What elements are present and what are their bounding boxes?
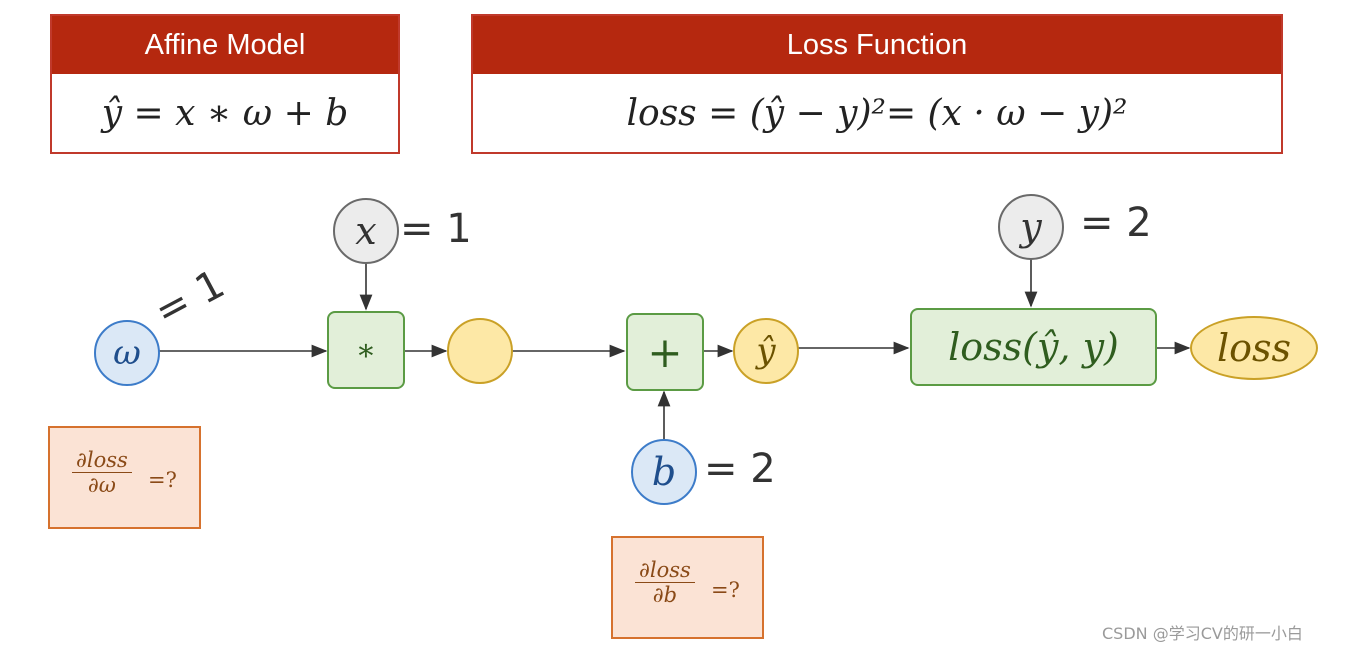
loss-function-op-node: loss(ŷ, y) bbox=[910, 308, 1157, 386]
y-hat-node: ŷ bbox=[733, 318, 799, 384]
b-node: b bbox=[631, 439, 697, 505]
add-op-node: + bbox=[626, 313, 704, 391]
multiply-op-node: ∗ bbox=[327, 311, 405, 389]
b-value-label: = 2 bbox=[704, 446, 776, 492]
multiply-symbol: ∗ bbox=[355, 332, 377, 368]
affine-model-formula: ŷ = x ∗ ω + b bbox=[101, 93, 349, 134]
add-symbol: + bbox=[647, 327, 683, 377]
dloss-dw-fraction: ∂loss ∂ω bbox=[72, 448, 132, 497]
affine-model-panel: Affine Model ŷ = x ∗ ω + b bbox=[50, 14, 400, 154]
watermark-text: CSDN @学习CV的研一小白 bbox=[1102, 624, 1303, 643]
x-value-label: = 1 bbox=[400, 206, 472, 252]
omega-node: ω bbox=[94, 320, 160, 386]
intermediate-node bbox=[447, 318, 513, 384]
dloss-db-numerator: ∂loss bbox=[635, 558, 695, 583]
loss-function-title: Loss Function bbox=[473, 16, 1281, 74]
dloss-db-suffix: =? bbox=[711, 578, 740, 602]
x-node: x bbox=[333, 198, 399, 264]
b-symbol: b bbox=[651, 450, 677, 494]
loss-output-symbol: loss bbox=[1216, 326, 1292, 370]
loss-function-formula: loss = (ŷ − y)²= (x · ω − y)² bbox=[626, 93, 1128, 134]
dloss-dw-box: ∂loss ∂ω =? bbox=[48, 426, 201, 529]
dloss-db-fraction: ∂loss ∂b bbox=[635, 558, 695, 607]
y-node: y bbox=[998, 194, 1064, 260]
loss-output-node: loss bbox=[1190, 316, 1318, 380]
y-symbol: y bbox=[1020, 205, 1042, 249]
omega-symbol: ω bbox=[113, 333, 141, 373]
y-hat-symbol: ŷ bbox=[756, 331, 776, 371]
dloss-dw-denominator: ∂ω bbox=[87, 473, 116, 497]
dloss-db-box: ∂loss ∂b =? bbox=[611, 536, 764, 639]
affine-model-title: Affine Model bbox=[52, 16, 398, 74]
x-symbol: x bbox=[355, 209, 377, 253]
loss-function-panel: Loss Function loss = (ŷ − y)²= (x · ω − … bbox=[471, 14, 1283, 154]
loss-function-symbol: loss(ŷ, y) bbox=[948, 325, 1119, 369]
y-value-label: = 2 bbox=[1080, 200, 1152, 246]
dloss-db-denominator: ∂b bbox=[652, 583, 678, 607]
dloss-dw-numerator: ∂loss bbox=[72, 448, 132, 473]
dloss-dw-suffix: =? bbox=[148, 468, 177, 492]
